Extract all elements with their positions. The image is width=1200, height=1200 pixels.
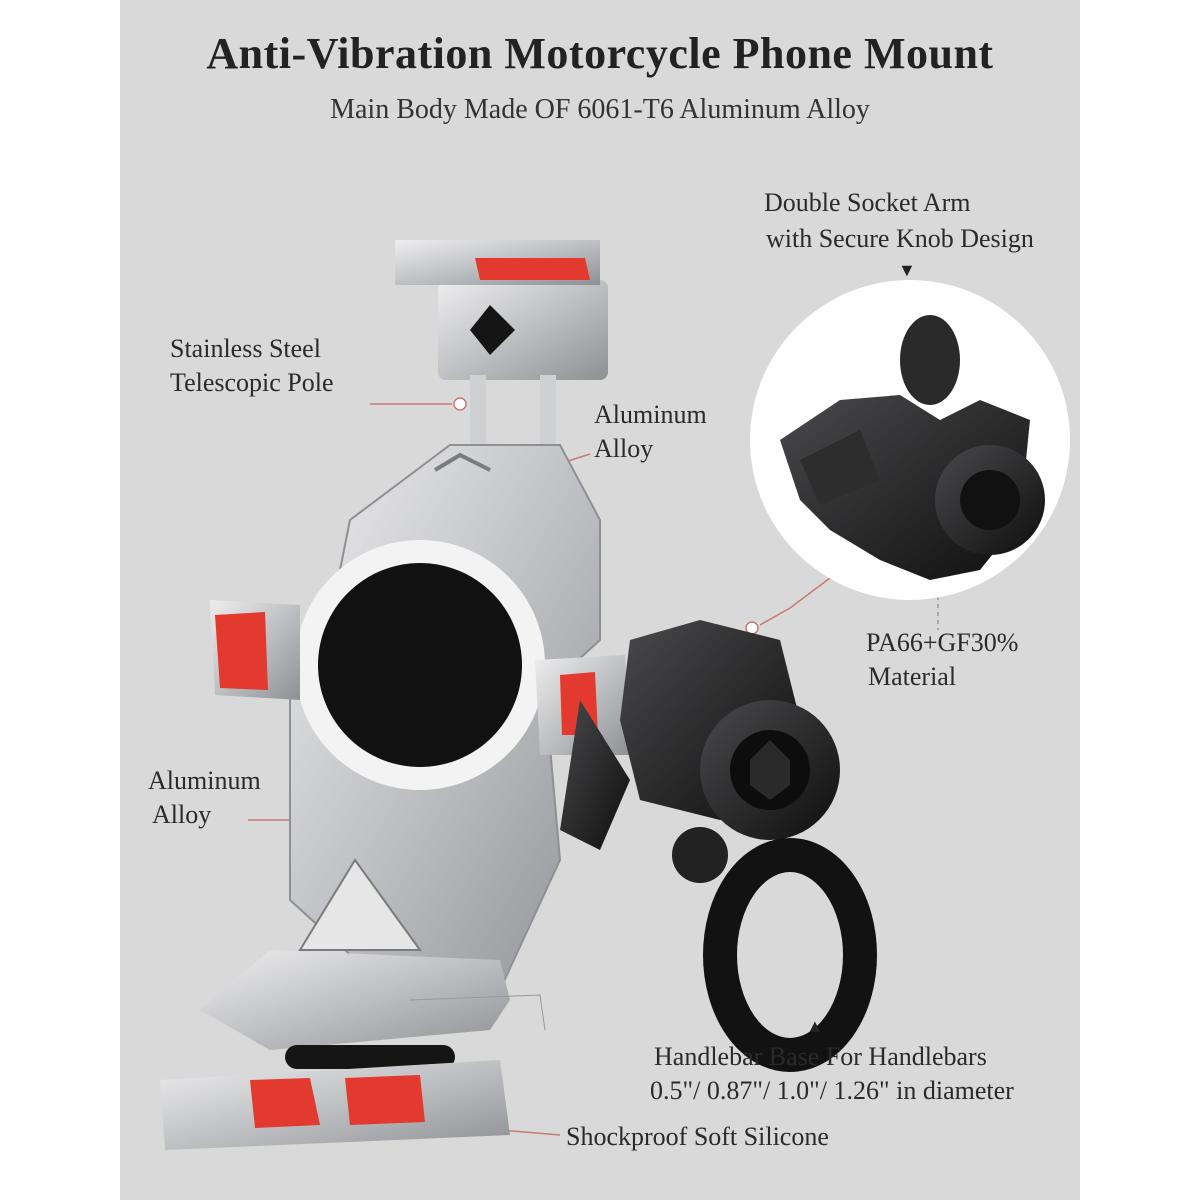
page-title: Anti-Vibration Motorcycle Phone Mount	[206, 29, 994, 78]
callout-silicone: Shockproof Soft Silicone	[566, 1122, 829, 1151]
callout-material-line2: Material	[868, 662, 957, 691]
bottom-clamp	[160, 950, 546, 1150]
callout-socket-arm-line1: Double Socket Arm	[764, 188, 971, 217]
pointer-down-icon: ▼	[898, 260, 916, 280]
callout-alloy-left-line2: Alloy	[152, 800, 212, 829]
callout-material-line1: PA66+GF30%	[866, 628, 1019, 657]
main-body	[210, 444, 630, 1002]
callout-pole-line1: Stainless Steel	[170, 334, 321, 363]
callout-alloy-left-line1: Aluminum	[148, 766, 261, 795]
callout-socket-arm-line2: with Secure Knob Design	[766, 224, 1034, 253]
pointer-up-icon: ▲	[806, 1016, 824, 1036]
page-subtitle: Main Body Made OF 6061-T6 Aluminum Alloy	[330, 94, 870, 125]
callout-pole-line2: Telescopic Pole	[170, 368, 334, 397]
callout-alloy-top-line2: Alloy	[594, 434, 654, 463]
callout-handlebar-line1: Handlebar Base For Handlebars	[654, 1042, 987, 1071]
socket-arm-inset	[750, 280, 1070, 600]
handlebar-base	[560, 620, 877, 1072]
callout-lines	[248, 403, 939, 1136]
callout-alloy-top-line1: Aluminum	[594, 400, 707, 429]
top-clamp	[395, 240, 608, 455]
callout-handlebar-line2: 0.5"/ 0.87"/ 1.0"/ 1.26" in diameter	[650, 1076, 1014, 1105]
